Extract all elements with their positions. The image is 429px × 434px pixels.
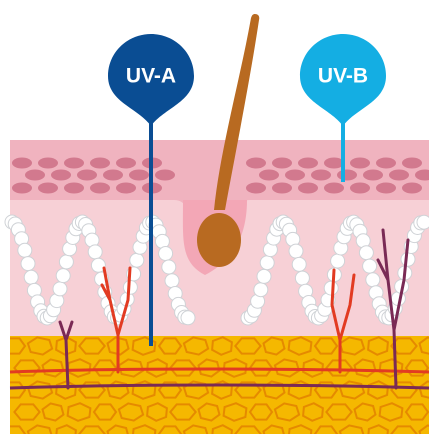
epidermis-cell [38, 158, 58, 169]
coil-segment [331, 254, 345, 268]
epidermis-cell [116, 158, 136, 169]
epidermis-cell [298, 158, 318, 169]
epidermis-cell [64, 183, 84, 194]
coil-segment [56, 269, 70, 283]
uva-label: UV-A [126, 65, 176, 88]
coil-segment [21, 257, 35, 271]
coil-segment [289, 244, 303, 258]
epidermis-cell [259, 170, 279, 181]
coil-segment [181, 311, 195, 325]
epidermis-cell [103, 170, 123, 181]
epidermis-cell [64, 158, 84, 169]
epidermis-cell [350, 158, 370, 169]
coil-segment [88, 245, 102, 259]
epidermis-cell [350, 183, 370, 194]
epidermis-cell [402, 183, 422, 194]
epidermis-cell [77, 170, 97, 181]
coil-segment [130, 253, 144, 267]
coil-segment [359, 246, 373, 260]
coil-segment [165, 274, 179, 288]
epidermis-cell [246, 158, 266, 169]
coil-segment [417, 215, 429, 229]
epidermis-cell [376, 158, 396, 169]
coil-segment [59, 255, 73, 269]
epidermis-cell [129, 170, 149, 181]
epidermis-cell [272, 158, 292, 169]
epidermis-cell [363, 170, 383, 181]
coil-segment [162, 260, 176, 274]
epidermis-cell [116, 183, 136, 194]
epidermis-cell [25, 170, 45, 181]
epidermis-cell [272, 183, 292, 194]
epidermis-cell [298, 183, 318, 194]
coil-segment [257, 269, 271, 283]
epidermis-cell [337, 170, 357, 181]
epidermis-cell [246, 183, 266, 194]
epidermis-cell [285, 170, 305, 181]
epidermis-cell [402, 158, 422, 169]
coil-segment [295, 271, 309, 285]
coil-segment [366, 273, 380, 287]
epidermis-cell [12, 183, 32, 194]
epidermis-cell [12, 158, 32, 169]
coil-segment [53, 282, 67, 296]
coil-segment [24, 270, 38, 284]
coil-segment [292, 257, 306, 271]
hair-bulb [197, 213, 241, 267]
epidermis-cell [38, 183, 58, 194]
epidermis-cell [155, 170, 175, 181]
coil-segment [159, 247, 173, 261]
uvb-label: UV-B [318, 65, 368, 88]
epidermis-cell [311, 170, 331, 181]
epidermis-cell [389, 170, 409, 181]
coil-segment [363, 259, 377, 273]
epidermis-cell [324, 183, 344, 194]
epidermis-cell [90, 183, 110, 194]
coil-segment [18, 243, 32, 257]
coil-segment [254, 283, 268, 297]
epidermis-cell [51, 170, 71, 181]
coil-segment [260, 256, 274, 270]
epidermis-cell [376, 183, 396, 194]
epidermis-cell [90, 158, 110, 169]
